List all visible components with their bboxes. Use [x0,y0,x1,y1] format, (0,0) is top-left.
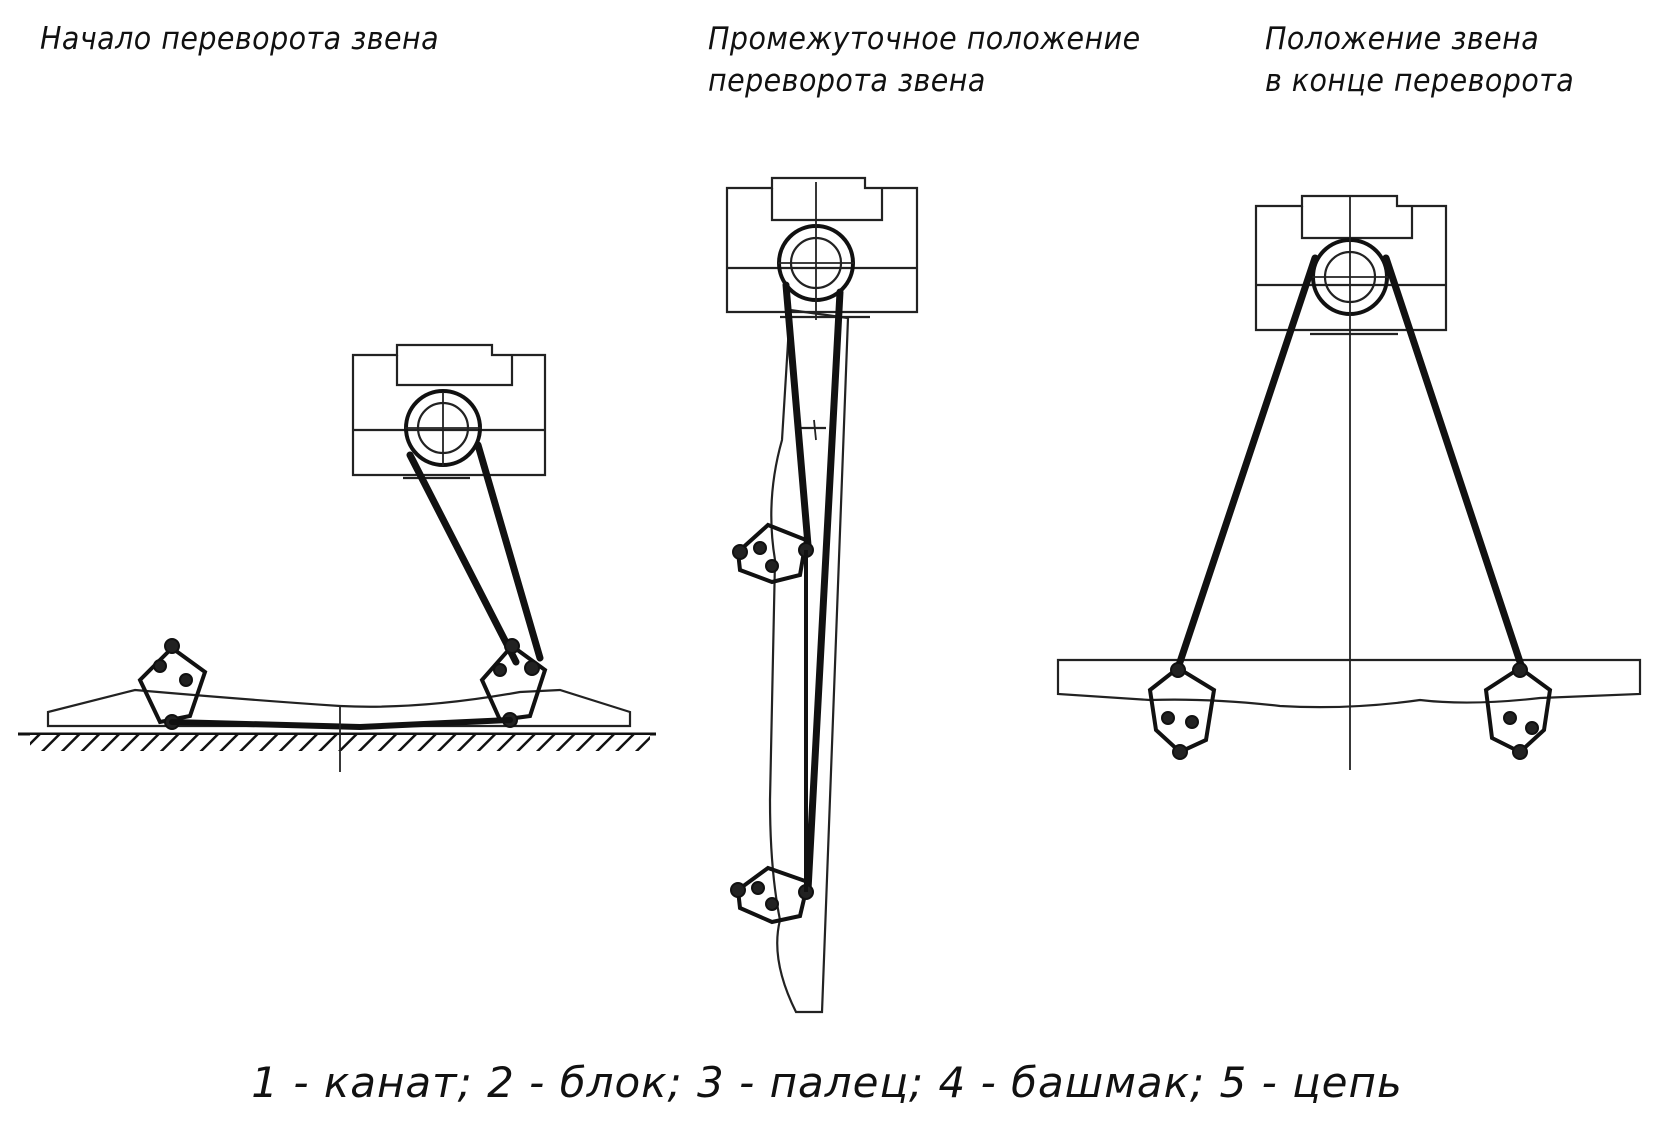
ground-hatching [18,732,656,751]
caption-start-text: Начало переворота звена [40,21,440,57]
track-link-end [1056,658,1642,709]
caption-end-line2: в конце переворота [1265,63,1575,99]
chain-start [169,717,513,731]
grip-left-start [137,638,208,730]
grip-left-end [1147,662,1217,760]
caption-end-line1: Положение звена [1265,21,1540,57]
rope-intermediate [782,281,844,894]
stage-start-figure [18,343,656,772]
legend: 1 - канат; 2 - блок; 3 - палец; 4 - башм… [0,1058,1654,1107]
caption-intermediate: Промежуточное положение переворота звена [708,18,1141,102]
caption-intermediate-line1: Промежуточное положение [708,21,1141,57]
grip-lower-intermediate [730,865,814,925]
track-link-start [46,688,632,728]
hoist-block-end [1254,194,1448,770]
legend-text: 1 - канат; 2 - блок; 3 - палец; 4 - башм… [251,1058,1403,1107]
hoist-block-intermediate [725,176,919,320]
grip-right-end [1483,662,1553,760]
rope-end [1174,254,1526,672]
track-link-intermediate [768,308,850,1014]
caption-start: Начало переворота звена [40,18,439,60]
grip-right-start [479,638,548,728]
caption-intermediate-line2: переворота звена [708,63,986,99]
stage-intermediate-figure [725,176,919,1014]
caption-end: Положение звена в конце переворота [1265,18,1574,102]
stage-end-figure [1056,194,1642,770]
rope-start [406,441,544,666]
hoist-block-start [351,343,547,480]
